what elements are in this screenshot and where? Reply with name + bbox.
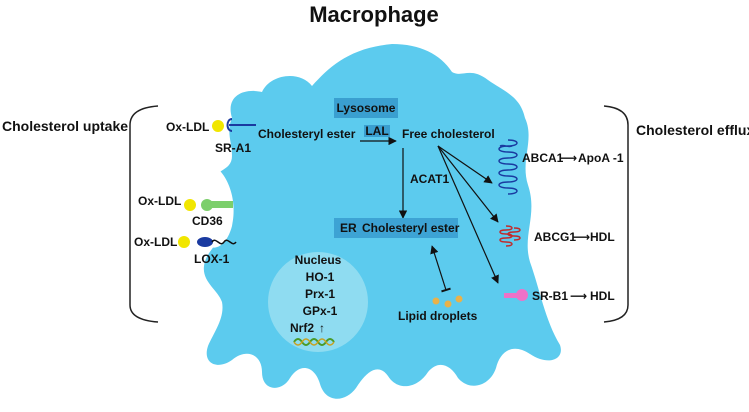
cholesterol-efflux-label: Cholesterol efflux	[636, 122, 749, 138]
cd36-label: CD36	[192, 214, 223, 228]
srb1-receptor-icon	[516, 289, 528, 301]
ox-ldl-label-3: Ox-LDL	[134, 235, 177, 249]
ox-ldl-label-2: Ox-LDL	[138, 194, 181, 208]
dna-helix-icon	[293, 338, 335, 346]
ox-ldl-label-1: Ox-LDL	[166, 120, 209, 134]
gene-prx1: Prx-1	[305, 287, 335, 301]
abcg1-label: ABCG1	[534, 230, 576, 244]
srb1-label: SR-B1	[532, 289, 568, 303]
er-droplet-link	[430, 245, 451, 293]
er-label: ER	[340, 221, 357, 235]
ox-ldl-particle-icon	[178, 236, 190, 248]
abcg1-transporter-icon	[499, 225, 521, 247]
cd36-stalk	[207, 201, 233, 208]
ox-ldl-particle-icon	[212, 120, 224, 132]
cholesteryl-ester-top: Cholesteryl ester	[258, 127, 356, 141]
gene-ho1: HO-1	[306, 270, 335, 284]
lal-label: LAL	[365, 124, 388, 138]
nucleus-title: Nucleus	[295, 253, 342, 267]
lysosome-box	[334, 98, 398, 118]
lox1-label: LOX-1	[194, 252, 230, 266]
efflux-arrow-abca1	[437, 145, 493, 184]
free-cholesterol-label: Free cholesterol	[402, 127, 495, 141]
ox-ldl-particle-icon	[184, 199, 196, 211]
sra1-receptor-icon	[226, 118, 256, 132]
lipid-droplet-icon	[432, 297, 440, 305]
lipid-droplet-icon	[455, 295, 463, 303]
srb1-stalk	[504, 293, 522, 298]
page-title: Macrophage	[309, 2, 439, 27]
abca1-arrow: ⟶	[560, 151, 577, 165]
efflux-arrow-srb1	[437, 145, 499, 284]
up-arrow-icon: ↑	[319, 321, 325, 335]
gene-gpx1: GPx-1	[303, 304, 338, 318]
er-box	[334, 218, 458, 238]
nrf2-label: Nrf2	[290, 321, 314, 335]
lysosome-label: Lysosome	[337, 101, 396, 115]
cholesteryl-ester-er: Cholesteryl ester	[362, 221, 460, 235]
right-bracket	[603, 105, 629, 323]
abca1-label: ABCA1	[522, 151, 564, 165]
lipid-droplet-icon	[444, 300, 452, 308]
lipid-droplets-label: Lipid droplets	[398, 309, 478, 323]
hdl-label-1: HDL	[590, 230, 615, 244]
lox1-receptor-icon	[197, 237, 213, 247]
abcg1-arrow: ⟶	[573, 230, 590, 244]
acat1-label: ACAT1	[410, 172, 449, 186]
cholesterol-uptake-label: Cholesterol uptake	[2, 118, 128, 134]
left-bracket	[129, 105, 159, 323]
nucleus	[268, 252, 368, 352]
abca1-transporter-icon	[498, 139, 518, 195]
dna-helix-strand-icon	[293, 338, 335, 346]
apoa1-label: ApoA -1	[578, 151, 624, 165]
lox1-tail	[211, 239, 237, 245]
lal-box	[364, 125, 390, 137]
efflux-arrow-abcg1	[437, 145, 499, 223]
hdl-label-2: HDL	[590, 289, 615, 303]
srb1-arrow: ⟶	[570, 289, 587, 303]
sra1-label: SR-A1	[215, 141, 251, 155]
